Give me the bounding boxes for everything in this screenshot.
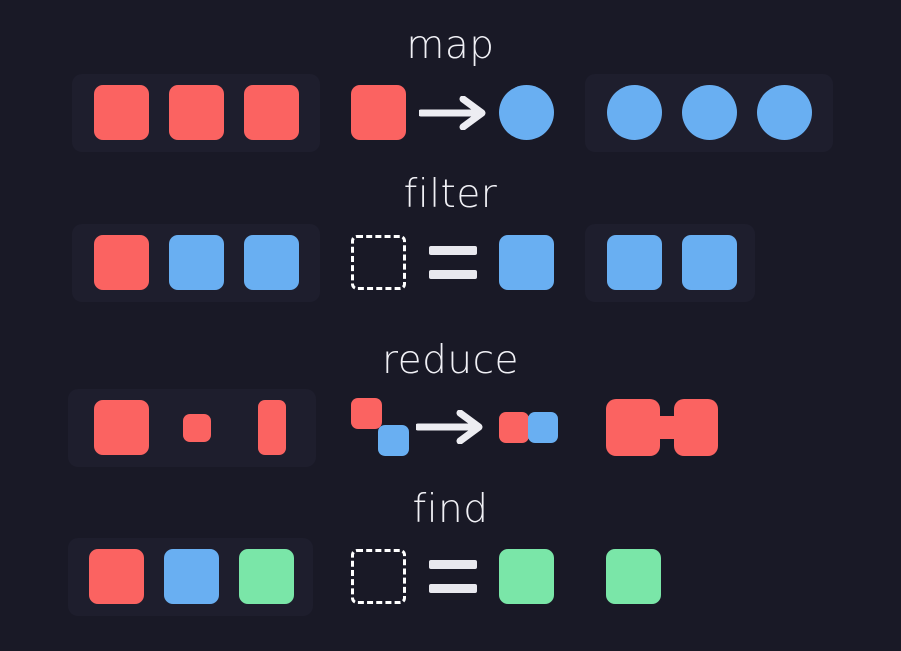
arrow-right-icon xyxy=(416,410,486,444)
find-output-item-1 xyxy=(606,549,661,604)
reduce-input-item-3 xyxy=(258,400,286,455)
reduce-rule-target-shape-b xyxy=(528,412,558,443)
equals-icon xyxy=(429,246,477,279)
map-input-item-2 xyxy=(169,85,224,140)
find-input-item-1 xyxy=(89,549,144,604)
map-output-item-1 xyxy=(607,85,662,140)
row-title-map: map xyxy=(406,23,495,68)
filter-rule-target-shape xyxy=(499,235,554,290)
filter-rule-predicate-placeholder xyxy=(351,235,406,290)
find-rule-predicate-placeholder xyxy=(351,549,406,604)
map-output-item-3 xyxy=(757,85,812,140)
find-rule-target-shape xyxy=(499,549,554,604)
filter-input-item-1 xyxy=(94,235,149,290)
map-rule-source-shape xyxy=(351,85,406,140)
map-output-item-2 xyxy=(682,85,737,140)
row-title-filter: filter xyxy=(403,172,498,217)
reduce-output-item-1 xyxy=(606,399,718,456)
reduce-input-item-1 xyxy=(94,400,149,455)
map-input-item-1 xyxy=(94,85,149,140)
row-title-reduce: reduce xyxy=(381,338,520,383)
reduce-rule-target-shape-a xyxy=(499,412,529,443)
map-input-item-3 xyxy=(244,85,299,140)
filter-output-item-1 xyxy=(607,235,662,290)
filter-input-item-2 xyxy=(169,235,224,290)
equals-icon xyxy=(429,560,477,593)
reduce-input-item-2 xyxy=(183,414,211,442)
find-input-item-2 xyxy=(164,549,219,604)
map-rule-target-shape xyxy=(499,85,554,140)
find-input-item-3 xyxy=(239,549,294,604)
filter-input-item-3 xyxy=(244,235,299,290)
arrow-right-icon xyxy=(419,96,489,130)
row-title-find: find xyxy=(412,487,489,532)
reduce-rule-source-shape-a xyxy=(351,398,382,429)
reduce-rule-source-shape-b xyxy=(378,425,409,456)
filter-output-item-2 xyxy=(682,235,737,290)
